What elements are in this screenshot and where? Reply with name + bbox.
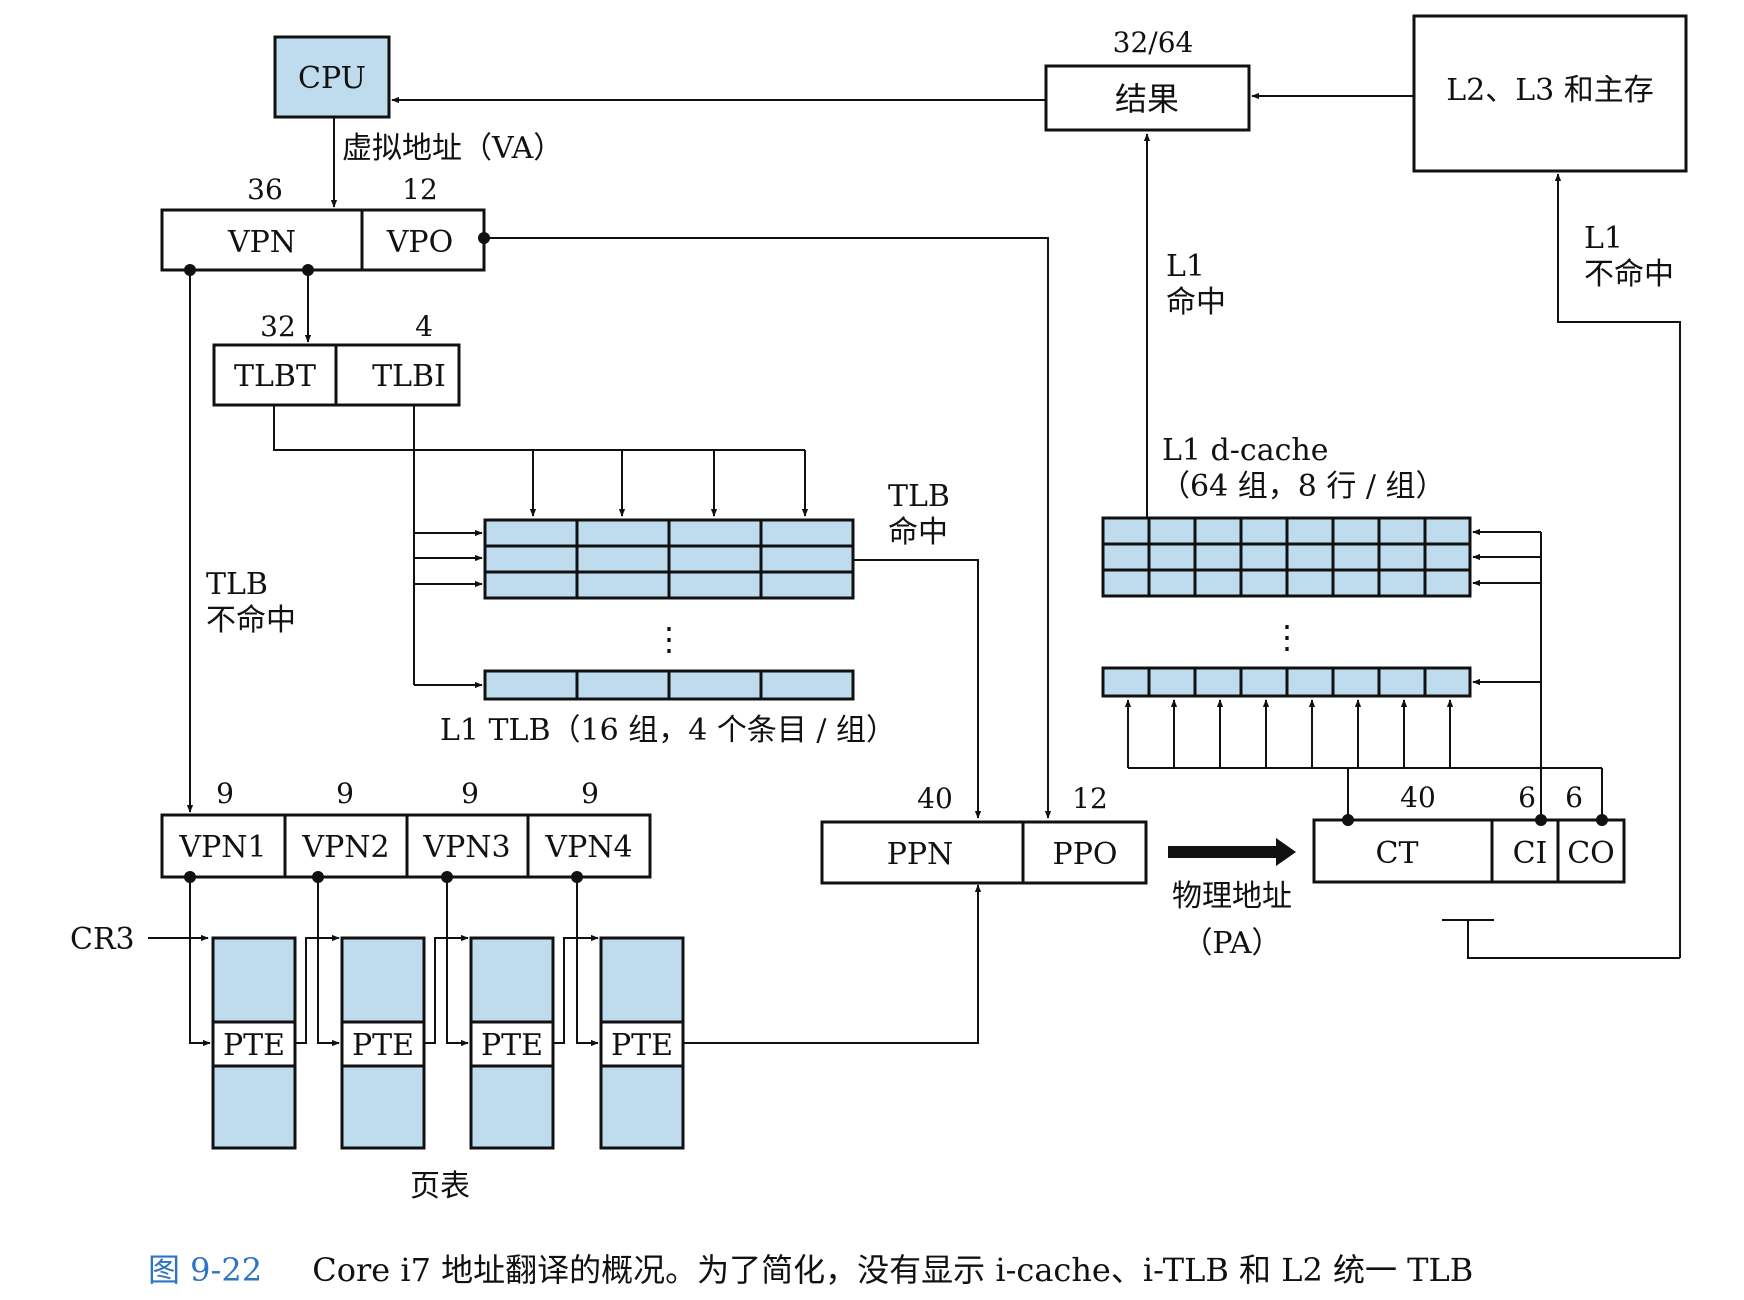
co-bits: 6 — [1565, 781, 1583, 814]
l1-tlb-caption: L1 TLB（16 组，4 个条目 / 组） — [440, 713, 896, 748]
figure-number: 图 9-22 — [148, 1251, 263, 1289]
co-label: CO — [1567, 836, 1615, 871]
tlb-miss-line2: 不命中 — [206, 603, 296, 638]
tlb-hit-line1: TLB — [888, 479, 950, 514]
ci-to-dcache-lines — [1472, 528, 1547, 826]
page-table-1: PTE — [211, 936, 297, 1150]
l1-hit-line2: 命中 — [1166, 285, 1226, 320]
l1-tlb: ⋮ — [483, 518, 855, 701]
ci-label: CI — [1513, 836, 1548, 871]
vpn-bits: 36 — [247, 173, 283, 206]
va-label: 虚拟地址（VA） — [342, 131, 563, 166]
virtual-address-register: 36 12 VPN VPO — [160, 173, 486, 272]
vpn1-label: VPN1 — [178, 830, 266, 865]
pte-to-ppn-arrow — [683, 884, 982, 1044]
cache-address-register: 40 6 6 CT CI CO — [1312, 781, 1626, 884]
pte-3-label: PTE — [481, 1028, 543, 1063]
vpo-label: VPO — [386, 225, 453, 260]
tlbt-to-tlb-lines — [273, 405, 809, 517]
page-table-4: PTE — [599, 936, 685, 1150]
tlbt-label: TLBT — [234, 359, 316, 394]
pte-1-label: PTE — [223, 1028, 285, 1063]
tlb-tag-index-register: 32 4 TLBT TLBI — [212, 310, 461, 407]
cr3-label: CR3 — [70, 922, 135, 957]
vpn3-bits: 9 — [461, 777, 479, 810]
tlb-hit-line2: 命中 — [888, 515, 948, 550]
tag-compare-bracket — [1442, 919, 1680, 959]
vpn3-label: VPN3 — [422, 830, 510, 865]
page-table-3: PTE — [469, 936, 555, 1150]
vpn1-bits: 9 — [216, 777, 234, 810]
cpu-label: CPU — [298, 61, 366, 96]
ppn-label: PPN — [887, 837, 954, 872]
dcache-ellipsis: ⋮ — [1271, 618, 1303, 656]
l1-dcache: ⋮ — [1101, 516, 1472, 698]
result-box: 结果 — [1044, 64, 1251, 132]
l1-hit-line1: L1 — [1166, 249, 1205, 284]
dcache-line2: （64 组，8 行 / 组） — [1160, 469, 1446, 504]
l1-miss-line2: 不命中 — [1584, 257, 1674, 292]
figure-caption: 图 9-22 Core i7 地址翻译的概况。为了简化，没有显示 i-cache… — [148, 1245, 1473, 1291]
tlbi-to-tlb-lines — [413, 405, 483, 689]
vpn2-label: VPN2 — [301, 830, 389, 865]
pte-chain-lines — [295, 934, 599, 1044]
tlb-miss-line1: TLB — [206, 567, 268, 602]
l1-miss-line1: L1 — [1584, 221, 1623, 256]
pte-4-label: PTE — [611, 1028, 673, 1063]
tlbi-label: TLBI — [372, 359, 446, 394]
vpn-label: VPN — [227, 225, 296, 260]
tlb-hit-to-ppn-arrow — [853, 559, 982, 819]
vpo-bits: 12 — [402, 173, 438, 206]
tlb-ellipsis: ⋮ — [653, 620, 685, 658]
ci-bits: 6 — [1518, 781, 1536, 814]
ct-label: CT — [1376, 836, 1419, 871]
dcache-line1: L1 d-cache — [1162, 433, 1328, 468]
vpn2-bits: 9 — [336, 777, 354, 810]
page-table-2: PTE — [340, 936, 426, 1150]
vpn-index-lines — [184, 871, 599, 1047]
vpo-to-ppo-arrow — [484, 237, 1052, 819]
l2-l3-memory-box: L2、L3 和主存 — [1412, 14, 1688, 173]
figure-caption-text: Core i7 地址翻译的概况。为了简化，没有显示 i-cache、i-TLB … — [312, 1251, 1474, 1289]
ct-to-dcache-lines — [1124, 699, 1608, 826]
pa-line2: （PA） — [1182, 926, 1281, 961]
result-bits: 32/64 — [1113, 26, 1194, 59]
page-table-label: 页表 — [410, 1169, 470, 1204]
ppo-bits: 12 — [1072, 782, 1108, 815]
vpn4-label: VPN4 — [544, 830, 632, 865]
cpu-box: CPU — [273, 35, 391, 119]
vpn4-bits: 9 — [581, 777, 599, 810]
physical-address-arrow — [1168, 838, 1296, 866]
ct-bits: 40 — [1400, 781, 1436, 814]
pa-line1: 物理地址 — [1172, 879, 1292, 914]
vpn-parts-register: 9 9 9 9 VPN1 VPN2 VPN3 VPN4 — [160, 777, 652, 879]
pte-2-label: PTE — [352, 1028, 414, 1063]
tlbi-bits: 4 — [415, 310, 433, 343]
result-label: 结果 — [1115, 80, 1179, 118]
tlbt-bits: 32 — [260, 310, 296, 343]
physical-address-register: 40 12 PPN PPO — [820, 782, 1148, 885]
ppo-label: PPO — [1053, 837, 1118, 872]
l1-miss-path — [1554, 173, 1681, 958]
ppn-bits: 40 — [917, 782, 953, 815]
l2-label: L2、L3 和主存 — [1446, 73, 1654, 108]
